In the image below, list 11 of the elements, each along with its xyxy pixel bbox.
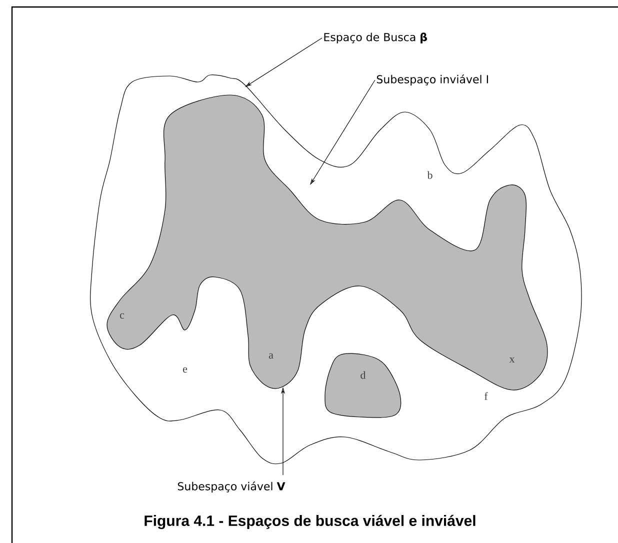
- feasible-region: [106, 94, 548, 418]
- callout-text: Espaço de Busca β: [324, 32, 428, 44]
- point-letter: d: [360, 371, 366, 379]
- point-letter: e: [183, 367, 188, 373]
- caption: Figura 4.1 - Espaços de busca viável e inviável: [144, 514, 476, 530]
- point-letter: x: [509, 357, 515, 363]
- point-letter: a: [268, 353, 274, 359]
- point-letter: c: [120, 313, 124, 319]
- callout-text: Subespaço inviável I: [376, 74, 488, 86]
- callout-text: Subespaço viável V: [178, 481, 286, 493]
- point-letter: b: [427, 171, 432, 179]
